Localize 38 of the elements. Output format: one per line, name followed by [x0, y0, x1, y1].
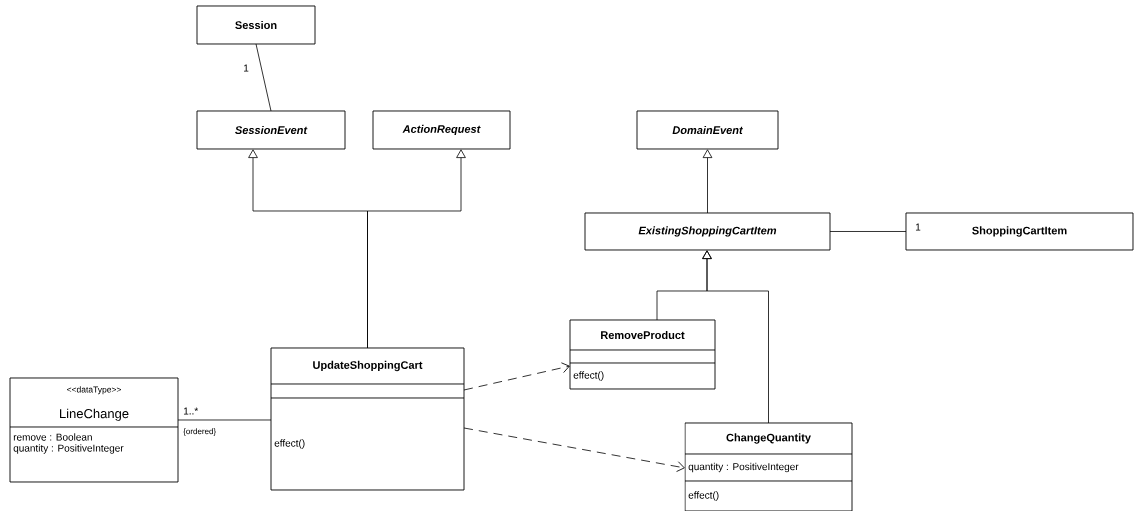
class-name: LineChange: [60, 408, 129, 421]
dependency-arrow: [463, 362, 570, 391]
class-name: ActionRequest: [402, 124, 481, 136]
dependency-arrow: [463, 427, 685, 472]
stereotype-text: <<dataType>>: [67, 386, 121, 395]
member-text: quantity : PositiveInteger: [13, 444, 124, 454]
class-name: ExistingShoppingCartItem: [638, 226, 777, 237]
class-box: [196, 110, 346, 150]
member-text: effect(): [274, 439, 305, 449]
class-box: [584, 212, 831, 251]
class-name: DomainEvent: [672, 125, 743, 135]
class-box: [636, 110, 779, 150]
class-name: SessionEvent: [235, 125, 308, 135]
member-text: quantity : PositiveInteger: [688, 462, 799, 473]
member-text: effect(): [573, 371, 604, 381]
multiplicity-label: 1..*: [184, 407, 199, 415]
member-text: remove : Boolean: [13, 433, 92, 441]
association-line: [829, 231, 907, 232]
association-line: [255, 43, 272, 112]
generalization-arrow: [367, 149, 466, 349]
class-name: Session: [235, 20, 277, 30]
class-name: ChangeQuantity: [726, 433, 811, 444]
class-box: [372, 110, 511, 150]
class-box: [196, 5, 316, 45]
multiplicity-label: 1: [244, 64, 249, 72]
generalization-arrow: [702, 149, 713, 214]
class-name: UpdateShoppingCart: [313, 360, 423, 372]
class-box: [905, 212, 1134, 251]
generalization-arrow: [702, 250, 769, 424]
class-box: [684, 422, 853, 511]
class-name: RemoveProduct: [601, 330, 685, 340]
member-text: effect(): [688, 491, 719, 501]
association-line: [177, 419, 272, 421]
class-name: ShoppingCartItem: [972, 226, 1067, 237]
multiplicity-label: 1: [915, 223, 921, 231]
class-box: [569, 319, 716, 390]
class-box: [9, 377, 179, 483]
class-box: [270, 347, 465, 491]
